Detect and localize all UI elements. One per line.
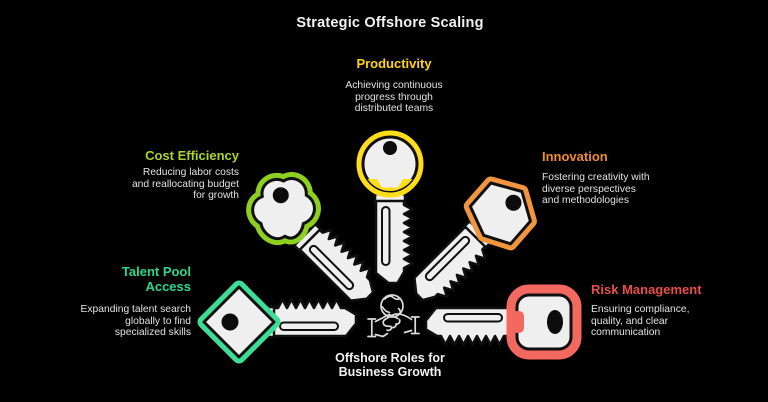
key-hole: [547, 310, 563, 334]
section-title-productivity: Productivity: [356, 56, 432, 71]
key-cost-efficiency: [246, 172, 385, 310]
section-desc-cost-efficiency: Reducing labor costs and reallocating bu…: [131, 167, 239, 202]
key-hole: [221, 313, 239, 331]
section-productivity: Productivity Achieving continuous progre…: [294, 56, 494, 115]
section-desc-innovation: Fostering creativity with diverse perspe…: [542, 172, 650, 207]
key-hole: [383, 141, 397, 155]
section-title-talent-pool-access: Talent Pool Access: [121, 264, 191, 294]
section-desc-talent-pool-access: Expanding talent search globally to find…: [80, 304, 191, 339]
section-desc-productivity: Achieving continuous progress through di…: [345, 80, 443, 115]
section-title-cost-efficiency: Cost Efficiency: [145, 148, 239, 163]
key-productivity: [356, 130, 424, 285]
section-title-risk-management: Risk Management: [591, 282, 702, 297]
section-risk-management: Risk Management Ensuring compliance, qua…: [591, 282, 761, 339]
center-label: Offshore Roles for Business Growth: [335, 351, 445, 379]
page-title: Strategic Offshore Scaling: [296, 15, 484, 31]
key-talent-pool-access: [197, 280, 358, 364]
key-hole: [505, 194, 522, 211]
key-risk-management: [424, 284, 582, 360]
section-cost-efficiency: Cost Efficiency Reducing labor costs and…: [59, 148, 239, 202]
key-hole: [272, 187, 289, 204]
handshake-globe-icon: [367, 294, 420, 338]
section-title-innovation: Innovation: [542, 149, 608, 164]
section-innovation: Innovation Fostering creativity with div…: [542, 149, 732, 207]
section-talent-pool-access: Talent Pool Access Expanding talent sear…: [41, 264, 191, 339]
section-desc-risk-management: Ensuring compliance, quality, and clear …: [591, 304, 690, 339]
key-innovation: [405, 176, 537, 312]
